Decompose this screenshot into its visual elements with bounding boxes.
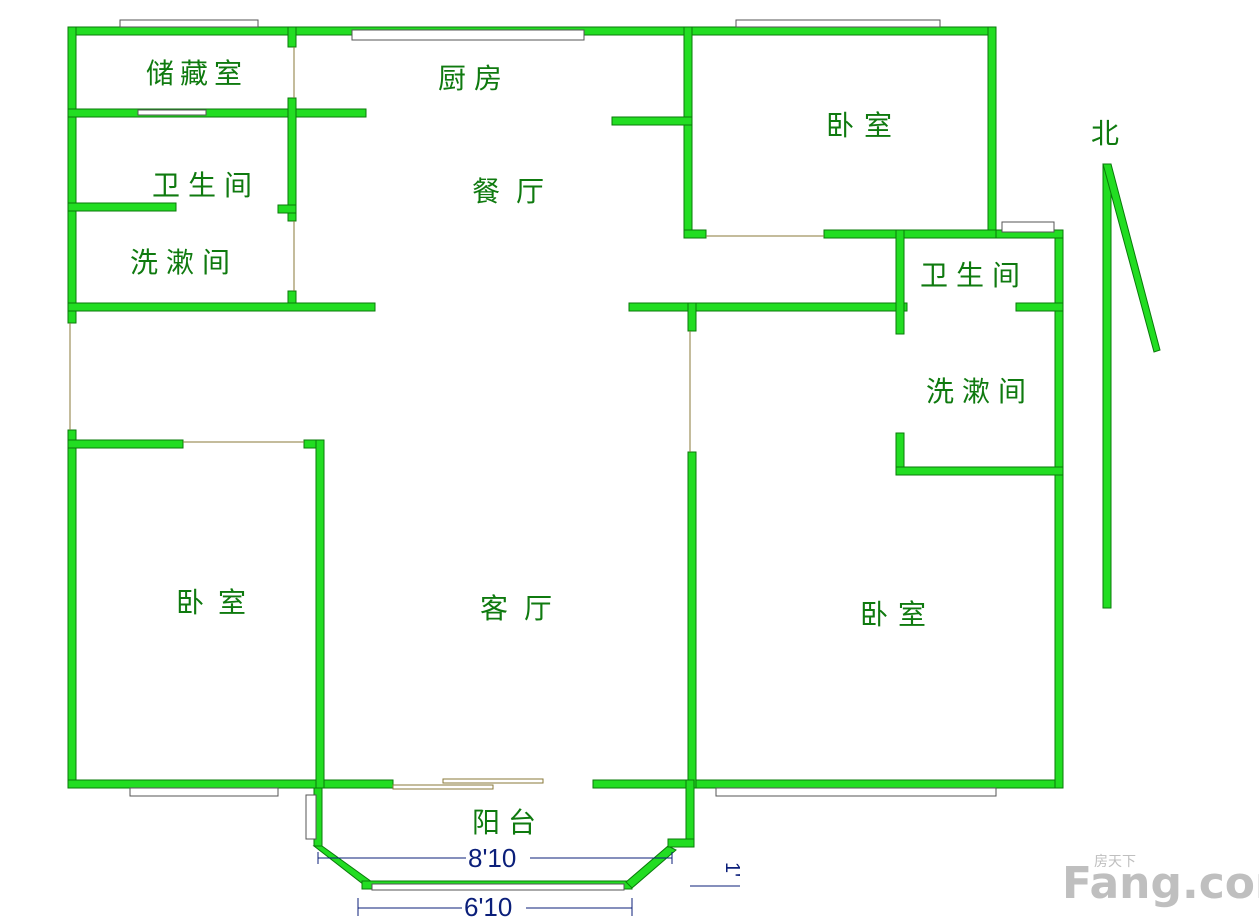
- windows: [119, 19, 1055, 891]
- wall-left-upper: [67, 26, 77, 324]
- label-wash-e: 洗漱间: [926, 375, 1034, 408]
- sliding-door-a: [392, 784, 494, 790]
- window-balcony-bottom: [371, 883, 625, 891]
- wall-top-east: [685, 26, 997, 36]
- watermark-small: 房天下: [1094, 854, 1136, 870]
- label-balcony: 阳台: [472, 806, 544, 839]
- door-openings: [69, 47, 824, 790]
- window-kitchen: [351, 29, 585, 41]
- window-w-bedroom: [129, 787, 279, 797]
- wall-bottom-west: [67, 779, 394, 789]
- north-arrow: 北: [1091, 117, 1161, 609]
- label-bedroom-w: 卧室: [176, 586, 260, 619]
- dim-inner-label: 6'10: [464, 892, 512, 918]
- wall-mid-east: [628, 302, 908, 312]
- wall-bath-east-bottom: [1015, 302, 1064, 312]
- wall-ne-bedroom-left: [683, 26, 693, 238]
- window-storage: [119, 19, 259, 28]
- wall-w-bedroom-right: [315, 439, 325, 789]
- label-bath-w: 卫生间: [152, 169, 260, 202]
- label-dining: 餐厅: [472, 175, 560, 208]
- window-balcony-west: [305, 794, 317, 840]
- label-bedroom-se: 卧室: [860, 598, 936, 631]
- wall-bath-right: [287, 97, 297, 222]
- wall-bottom-east: [592, 779, 1064, 789]
- wall-balcony-east-foot: [667, 838, 695, 848]
- wall-wash-bottom: [67, 302, 376, 312]
- north-arrow-shaft: [1102, 163, 1112, 609]
- label-bedroom-ne: 卧室: [826, 109, 902, 142]
- label-bath-e: 卫生间: [920, 259, 1028, 292]
- wall-storage-bottom: [67, 108, 367, 118]
- label-storage: 储藏室: [146, 57, 248, 90]
- wall-balcony-east: [685, 779, 695, 847]
- watermark: Fang.com 房天下: [1062, 854, 1259, 909]
- wall-bath-wash-divider: [67, 202, 177, 212]
- wall-balcony-se: [625, 845, 677, 889]
- wall-right-ne: [987, 26, 997, 238]
- dim-side-label: 1': [721, 862, 743, 877]
- north-label: 北: [1091, 117, 1119, 150]
- window-storage-inner: [137, 109, 207, 116]
- label-wash-w: 洗漱间: [130, 246, 238, 279]
- wall-bath-stub: [277, 204, 297, 214]
- wall-bath-east-left: [895, 229, 905, 335]
- window-bath-east: [1001, 221, 1055, 233]
- walls: [67, 26, 1064, 890]
- wall-se-bedroom-left-stub: [687, 302, 697, 332]
- dimension-lines: 8'10 6'10 1': [317, 843, 743, 918]
- sliding-door-b: [442, 778, 544, 784]
- wall-w-bedroom-top-a: [67, 439, 184, 449]
- dim-outer-label: 8'10: [468, 843, 516, 873]
- label-living: 客厅: [480, 592, 568, 625]
- wall-se-bedroom-left: [687, 451, 697, 789]
- wall-ne-bedroom-bottom-b: [823, 229, 997, 239]
- watermark-logo: Fang.com: [1062, 858, 1259, 909]
- room-labels: 储藏室 厨房 卧室 卫生间 餐厅 洗漱间 卫生间 洗漱间 卧室 客厅 卧室 阳台: [130, 57, 1034, 839]
- wall-left-lower: [67, 429, 77, 789]
- label-kitchen: 厨房: [438, 62, 510, 95]
- wall-right-se: [1054, 229, 1064, 789]
- wall-storage-right: [287, 26, 297, 48]
- wall-wash-east-bottom: [895, 466, 1064, 476]
- window-se-bedroom: [715, 787, 997, 797]
- north-arrow-head: [1102, 163, 1161, 353]
- wall-kitchen-stub: [611, 116, 693, 126]
- wall-ne-bedroom-bottom-a: [683, 229, 707, 239]
- window-ne-bedroom: [735, 19, 941, 28]
